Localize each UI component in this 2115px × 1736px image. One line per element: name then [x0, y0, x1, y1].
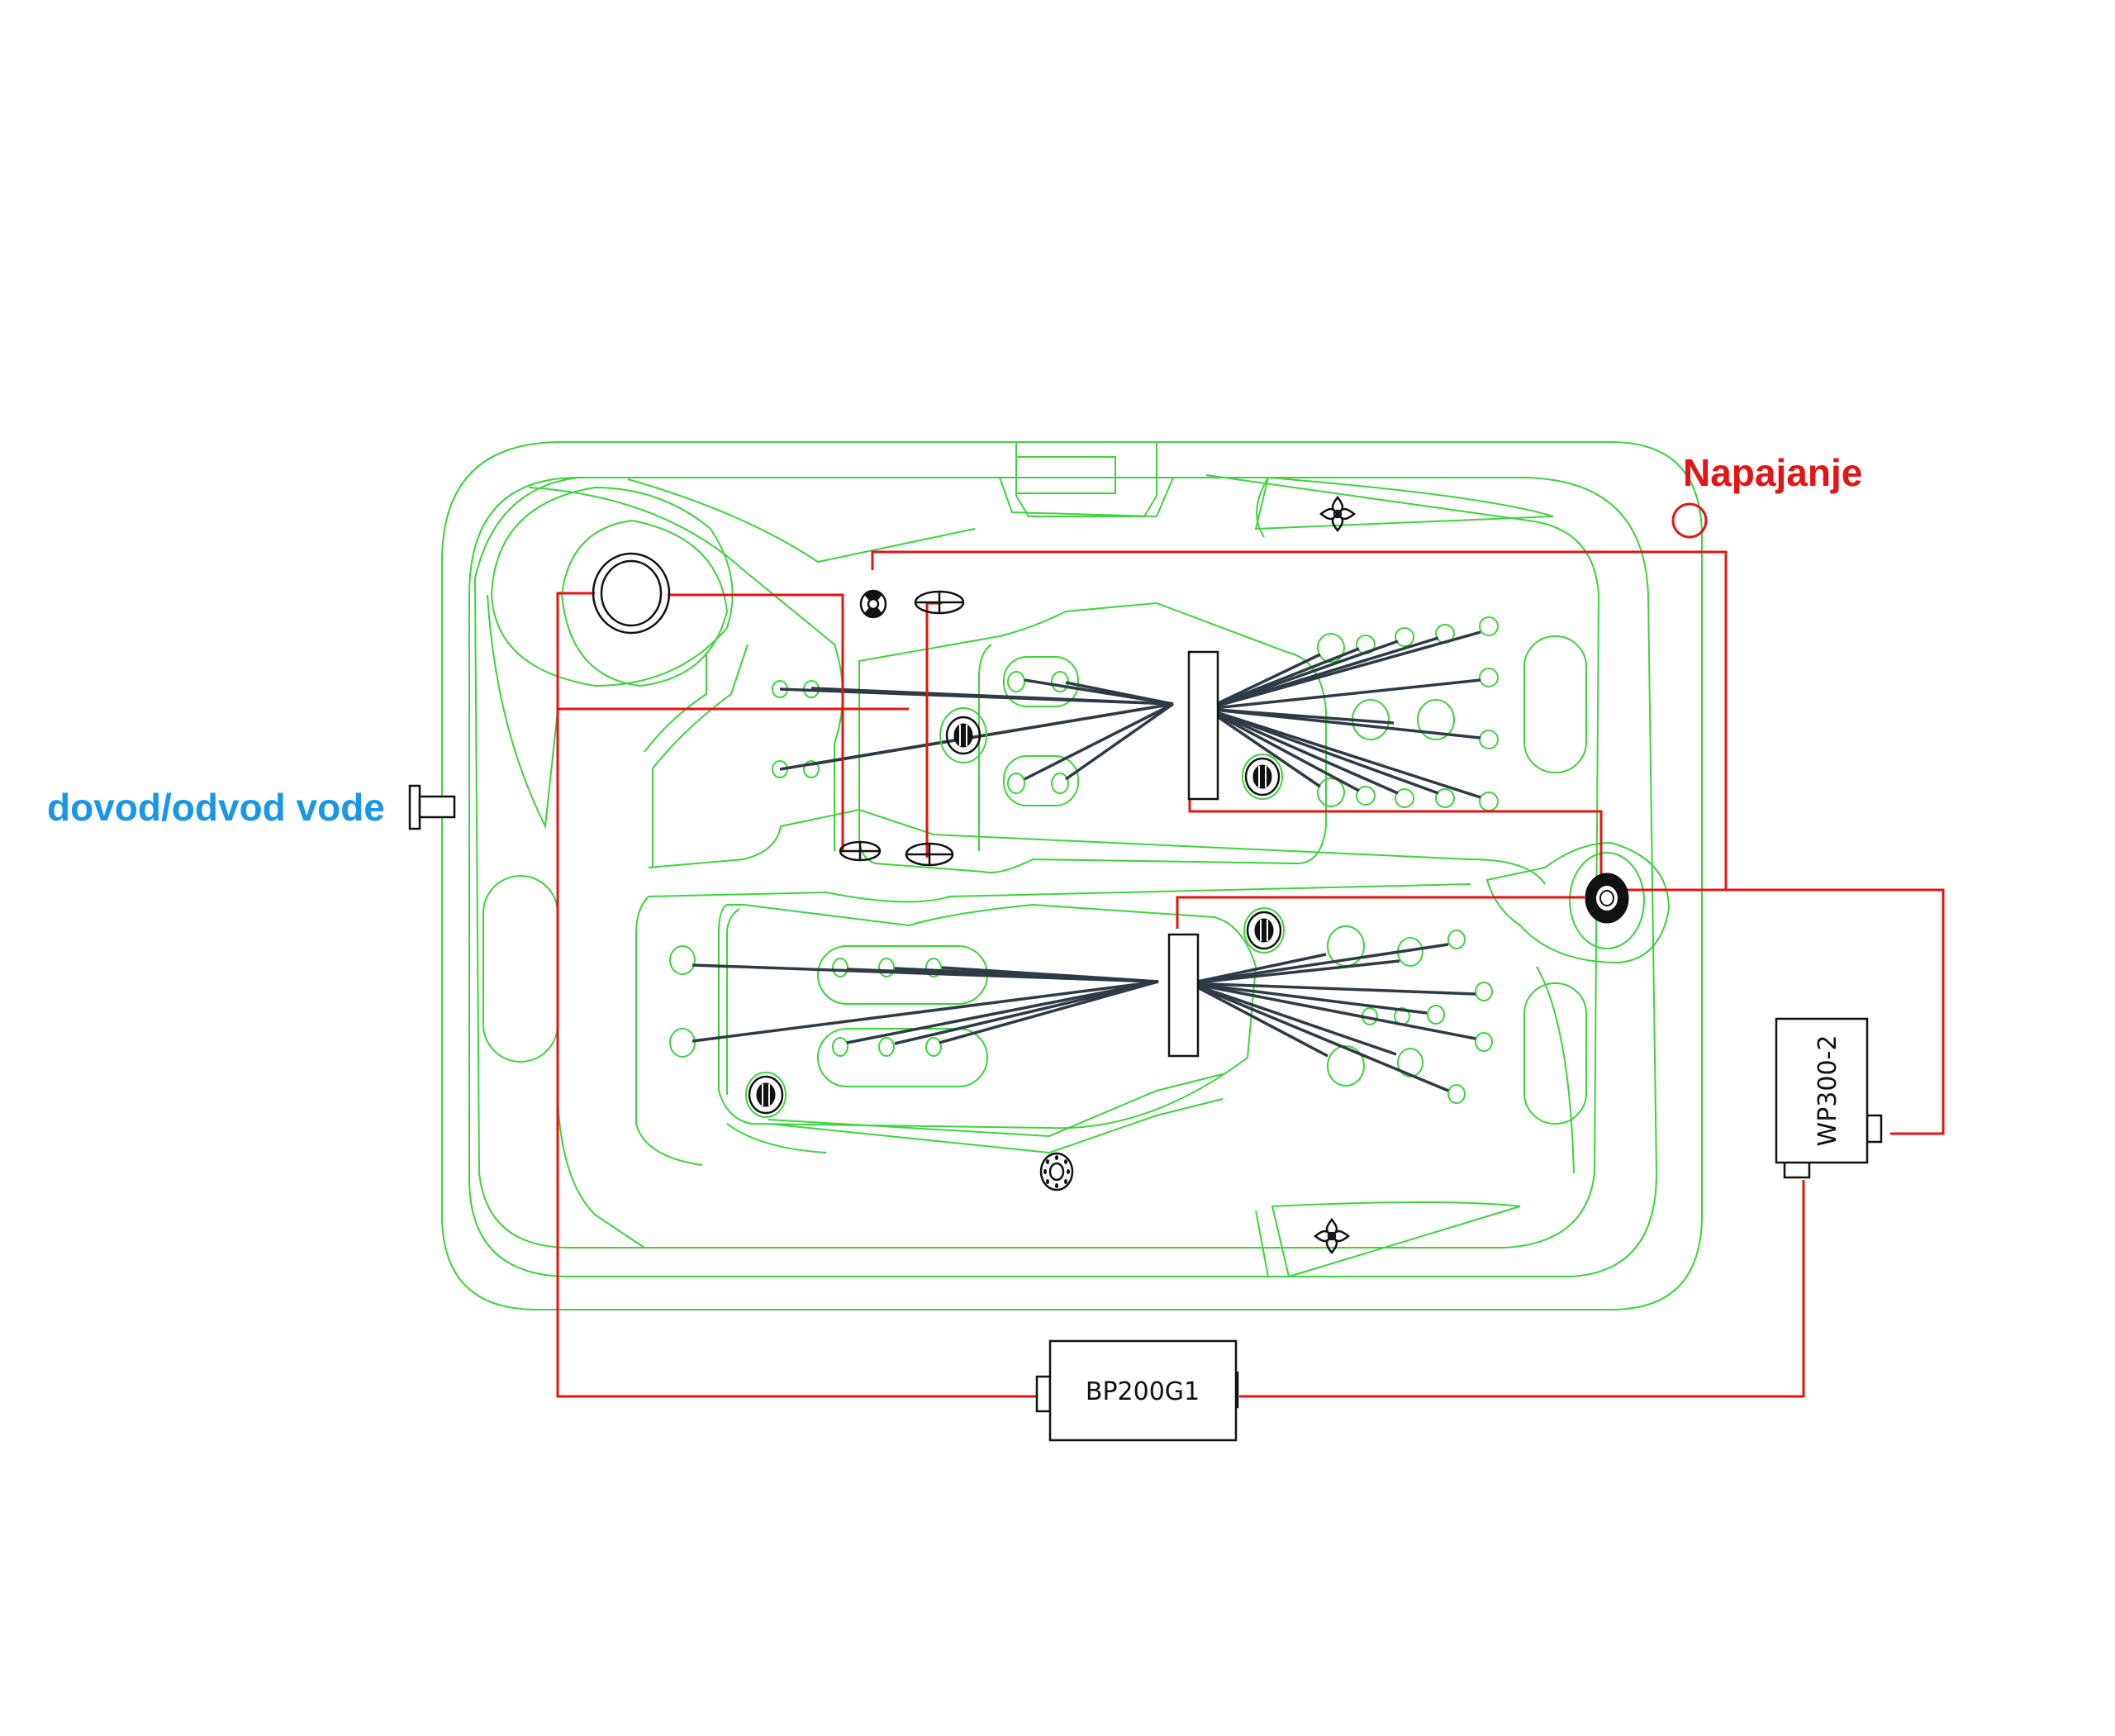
suction-upper-right [1242, 754, 1283, 800]
suction-lower-right [1243, 907, 1285, 954]
light-fixture [859, 589, 887, 619]
waterfall-top [1319, 495, 1357, 533]
water-inlet-fitting [408, 784, 456, 830]
suction-lower-left [745, 1072, 787, 1118]
power-supply-point [1671, 502, 1708, 539]
suction-upper-left [939, 707, 987, 763]
air-control-valves [839, 590, 965, 867]
tub-shell [441, 441, 1703, 1310]
waterfall-icons [1313, 495, 1357, 1255]
power-supply-label: Napajanje [1683, 451, 1862, 494]
blower-pump-unit: BP200G1 [1035, 1339, 1239, 1442]
filter-skimmer [592, 552, 671, 635]
suction-fittings [745, 707, 1285, 1118]
pod-light-jet [1585, 873, 1629, 924]
lower-manifold-hoses [692, 943, 1476, 1092]
upper-manifold [1187, 650, 1219, 801]
water-pump-unit: WP300-2 [1775, 1017, 1883, 1179]
water-inlet-outlet-label: dovod/odvod vode [47, 786, 385, 829]
upper-manifold-hoses [779, 630, 1481, 799]
blower-pump-label: BP200G1 [1086, 1377, 1200, 1406]
water-pump-label: WP300-2 [1813, 1035, 1842, 1147]
waterfall-bottom [1313, 1217, 1351, 1255]
lower-manifold [1167, 933, 1200, 1058]
drain-fitting [1039, 1152, 1074, 1191]
